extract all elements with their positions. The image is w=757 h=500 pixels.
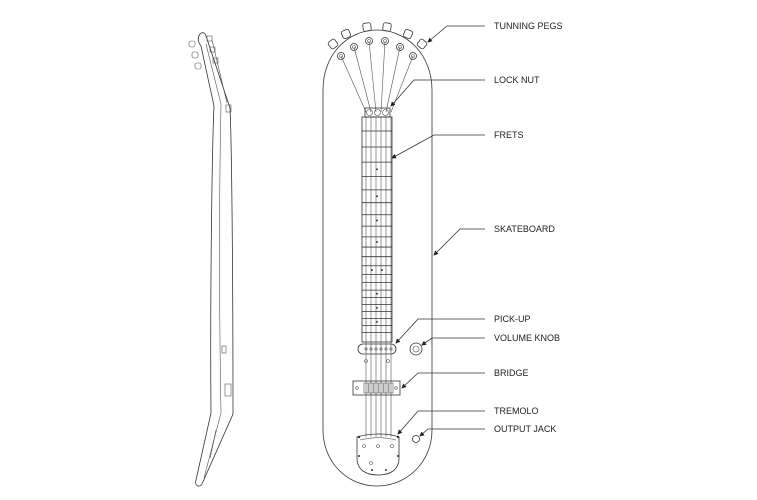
tremolo: [356, 433, 400, 476]
lock-nut: [364, 107, 391, 118]
pickup-pole: [374, 347, 378, 351]
frets: [362, 130, 392, 333]
peg-post: [337, 52, 345, 60]
tuning-peg: [340, 28, 352, 40]
peg-post-center: [411, 54, 415, 58]
pickup-pole: [369, 347, 373, 351]
pick-up: [357, 343, 397, 363]
tuning-peg: [382, 22, 392, 32]
pickup-pole: [379, 347, 383, 351]
bridge-saddle: [388, 382, 394, 394]
fret-marker: [376, 168, 378, 171]
fret-marker: [376, 241, 378, 243]
tuning-peg: [416, 38, 428, 50]
fret-marker: [376, 195, 378, 198]
side-pickup: [221, 345, 227, 354]
peg-post: [409, 52, 417, 60]
fret-marker: [376, 306, 378, 309]
label-tuning-pegs: TUNNING PEGS: [494, 21, 563, 31]
fret-marker: [371, 269, 373, 271]
peg-post: [365, 37, 373, 45]
string-head: [340, 55, 367, 113]
bridge-saddle: [363, 382, 369, 394]
label-frets: FRETS: [494, 130, 524, 140]
side-tuning-pegs: [188, 35, 219, 70]
peg-post: [350, 43, 358, 51]
output-jack: [412, 435, 420, 443]
string-head: [385, 46, 401, 113]
fret-marker: [376, 219, 378, 222]
skateboard-deck: [322, 29, 433, 487]
pickup-pole: [384, 347, 388, 351]
tuning-peg: [402, 28, 414, 40]
strings: [340, 40, 414, 437]
bridge-saddle: [378, 382, 384, 394]
peg-post: [396, 43, 404, 51]
side-view: [188, 32, 234, 487]
front-view: [322, 22, 433, 487]
peg-post-center: [398, 45, 402, 49]
bridge-saddle: [368, 382, 374, 394]
label-volume-knob: VOLUME KNOB: [494, 333, 560, 343]
peg-post-center: [339, 54, 343, 58]
pickup-pole: [364, 347, 368, 351]
volume-knob: [409, 342, 423, 356]
label-skateboard: SKATEBOARD: [494, 224, 555, 234]
label-pick-up: PICK-UP: [494, 314, 531, 324]
string-head: [380, 40, 386, 113]
tuning-pegs: [327, 22, 428, 60]
fret-marker: [376, 320, 378, 323]
tuning-peg: [362, 22, 372, 32]
leader-lines: [390, 25, 485, 437]
label-bridge: BRIDGE: [494, 368, 529, 378]
string-head: [390, 55, 414, 113]
bridge: [352, 380, 401, 396]
label-tremolo: TREMOLO: [494, 406, 539, 416]
bridge-saddle: [373, 382, 379, 394]
peg-post-center: [352, 45, 356, 49]
pickup-pole: [389, 347, 393, 351]
fret-marker: [381, 269, 383, 271]
string-head: [368, 40, 377, 113]
tuning-peg: [327, 38, 339, 50]
string-head: [353, 46, 372, 113]
label-output-jack: OUTPUT JACK: [494, 424, 556, 434]
bridge-saddle: [383, 382, 389, 394]
side-bridge: [224, 383, 232, 397]
label-lock-nut: LOCK NUT: [494, 75, 540, 85]
fret-marker: [376, 292, 378, 295]
side-nut: [225, 104, 232, 113]
